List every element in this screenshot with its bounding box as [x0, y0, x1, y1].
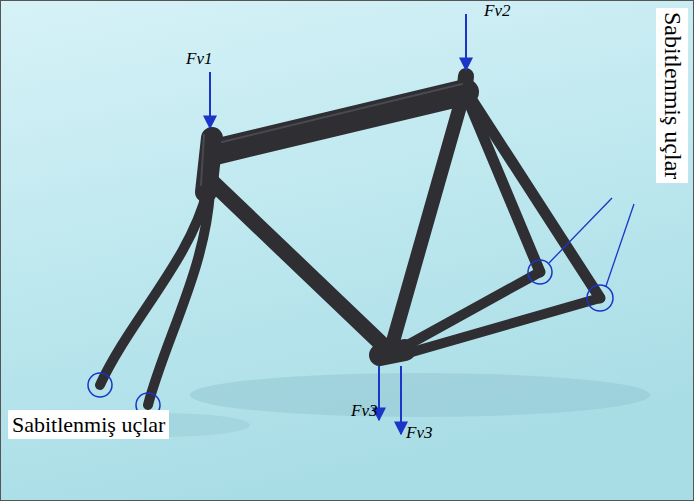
fixed-ends-label: Sabitlenmiş uçlar [656, 8, 688, 183]
force-label: Fv3 [406, 424, 432, 441]
force-label: Fv1 [186, 50, 212, 67]
fixed-ends-label: Sabitlenmiş uçlar [8, 410, 169, 439]
force-label: Fv2 [484, 2, 510, 19]
force-label: Fv3 [351, 402, 377, 419]
